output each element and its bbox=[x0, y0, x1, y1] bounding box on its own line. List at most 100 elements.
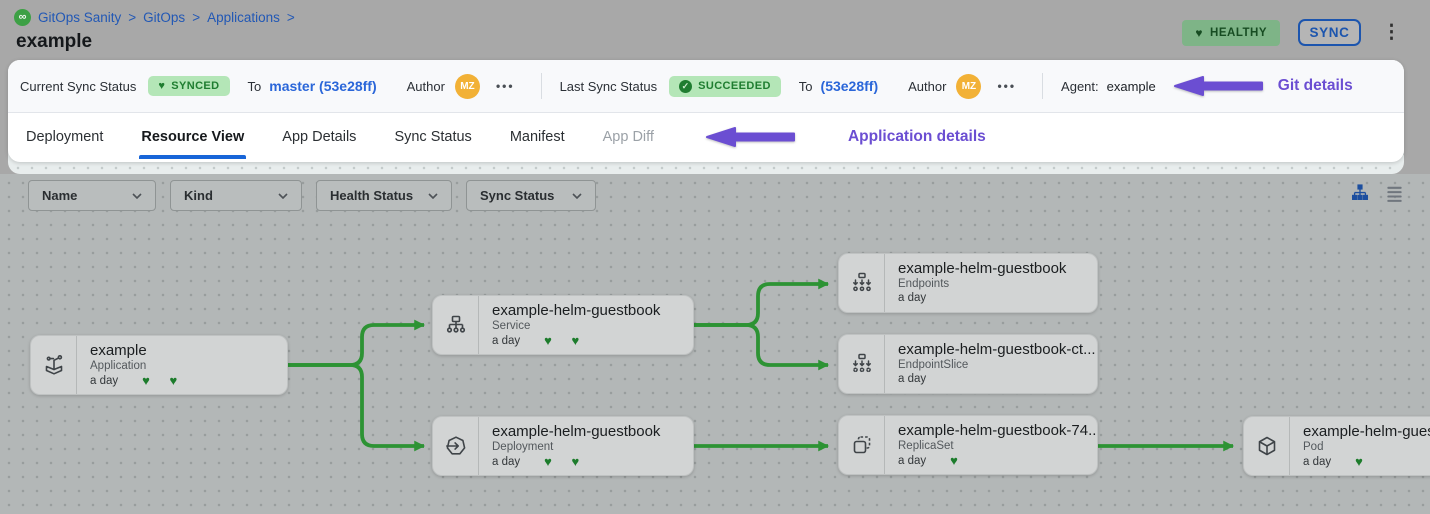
page-title: example bbox=[16, 31, 93, 52]
author-label: Author bbox=[908, 78, 947, 94]
gitops-logo-icon: ∞ bbox=[14, 9, 31, 26]
synced-badge-label: SYNCED bbox=[171, 80, 220, 92]
node-deployment-example-helm-guestbook[interactable]: example-helm-guestbook Deployment a day … bbox=[432, 416, 694, 476]
author-label: Author bbox=[406, 78, 445, 94]
node-kind: Service bbox=[492, 320, 531, 332]
name-filter-dropdown[interactable]: Name bbox=[28, 180, 156, 211]
last-revision-link[interactable]: (53e28ff) bbox=[820, 78, 879, 94]
health-hearts: ♥ bbox=[950, 453, 958, 468]
health-hearts: ♥ ♥ bbox=[142, 373, 178, 388]
service-icon bbox=[433, 296, 479, 354]
health-hearts: ♥ ♥ bbox=[544, 454, 580, 469]
breadcrumb-separator: > bbox=[192, 10, 201, 25]
breadcrumb: ∞ GitOps Sanity > GitOps > Applications … bbox=[14, 9, 295, 26]
node-pod-example-helm-guestbook[interactable]: example-helm-guestbook Pod a day ♥ bbox=[1243, 416, 1430, 476]
breadcrumb-separator: > bbox=[128, 10, 137, 25]
endpoints-icon bbox=[839, 254, 885, 312]
node-kind: Deployment bbox=[492, 441, 554, 453]
current-revision-link[interactable]: master (53e28ff) bbox=[269, 78, 377, 94]
node-endpointslice-example-helm-guestbook-ct[interactable]: example-helm-guestbook-ct... EndpointSli… bbox=[838, 334, 1098, 394]
node-title: example-helm-guestbook-ct... bbox=[898, 341, 1096, 358]
filter-label: Sync Status bbox=[480, 188, 555, 203]
health-hearts: ♥ ♥ bbox=[544, 333, 580, 348]
filter-label: Name bbox=[42, 188, 78, 203]
node-age: a day bbox=[90, 374, 119, 387]
breadcrumb-item-gitops-sanity[interactable]: GitOps Sanity bbox=[38, 10, 122, 25]
node-title: example-helm-guestbook bbox=[492, 302, 661, 319]
chevron-down-icon bbox=[572, 192, 582, 199]
node-age: a day bbox=[898, 373, 927, 385]
tab-manifest[interactable]: Manifest bbox=[509, 129, 565, 145]
divider bbox=[1042, 73, 1044, 99]
node-kind: ReplicaSet bbox=[898, 440, 954, 452]
breadcrumb-separator: > bbox=[286, 10, 295, 25]
filter-label: Kind bbox=[184, 188, 213, 203]
check-circle-icon: ✓ bbox=[679, 79, 693, 93]
to-label: To bbox=[247, 78, 262, 94]
health-badge-label: HEALTHY bbox=[1210, 26, 1267, 39]
chevron-down-icon bbox=[278, 192, 288, 199]
node-title: example bbox=[90, 342, 147, 359]
synced-badge: ♥ SYNCED bbox=[148, 76, 230, 96]
node-title: example-helm-guestbook-74... bbox=[898, 422, 1097, 439]
kebab-menu-icon[interactable]: ⋮ bbox=[1382, 22, 1401, 43]
application-icon bbox=[31, 336, 77, 394]
deployment-icon bbox=[433, 417, 479, 475]
breadcrumb-item-gitops[interactable]: GitOps bbox=[143, 10, 186, 25]
node-kind: Pod bbox=[1303, 441, 1324, 453]
node-application-example[interactable]: example Application a day ♥ ♥ bbox=[30, 335, 288, 395]
node-kind: Application bbox=[90, 360, 147, 372]
node-replicaset-example-helm-guestbook-74[interactable]: example-helm-guestbook-74... ReplicaSet … bbox=[838, 415, 1098, 475]
last-sync-status-label: Last Sync Status bbox=[559, 78, 658, 94]
filter-label: Health Status bbox=[330, 188, 414, 203]
tree-view-toggle-icon[interactable] bbox=[1350, 183, 1370, 203]
header-actions: ♥ HEALTHY SYNC ⋮ bbox=[1182, 19, 1404, 46]
to-label: To bbox=[798, 78, 813, 94]
node-title: example-helm-guestbook bbox=[898, 260, 1067, 277]
app-details-panel: Current Sync Status ♥ SYNCED To master (… bbox=[8, 60, 1404, 162]
edge-service-to-endpoints bbox=[694, 278, 830, 327]
tab-sync-status[interactable]: Sync Status bbox=[394, 129, 472, 145]
node-title: example-helm-guestbook bbox=[1303, 423, 1430, 440]
succeeded-badge: ✓ SUCCEEDED bbox=[669, 75, 781, 97]
pod-icon bbox=[1244, 417, 1290, 475]
sync-status-bar: Current Sync Status ♥ SYNCED To master (… bbox=[8, 60, 1404, 113]
annotation-arrow-left-icon bbox=[1173, 76, 1263, 96]
health-status-filter-dropdown[interactable]: Health Status bbox=[316, 180, 452, 211]
node-endpoints-example-helm-guestbook[interactable]: example-helm-guestbook Endpoints a day bbox=[838, 253, 1098, 313]
edge-service-to-endpointslice bbox=[694, 323, 830, 371]
tab-resource-view[interactable]: Resource View bbox=[139, 129, 247, 159]
heart-icon: ♥ bbox=[158, 80, 166, 92]
annotation-arrow-left-icon bbox=[705, 127, 795, 147]
current-sync-status-label: Current Sync Status bbox=[20, 78, 137, 94]
tab-app-details[interactable]: App Details bbox=[282, 129, 357, 145]
chevron-down-icon bbox=[132, 192, 142, 199]
sync-status-filter-dropdown[interactable]: Sync Status bbox=[466, 180, 596, 211]
filter-bar: Name Kind Health Status Sync Status bbox=[28, 180, 596, 211]
more-commit-info-icon[interactable]: ••• bbox=[495, 79, 515, 93]
resource-graph-canvas: Name Kind Health Status Sync Status bbox=[0, 174, 1430, 514]
heart-icon: ♥ bbox=[1195, 25, 1204, 40]
node-age: a day bbox=[1303, 455, 1332, 468]
agent-value: example bbox=[1106, 78, 1156, 94]
node-kind: Endpoints bbox=[898, 278, 950, 290]
health-hearts: ♥ bbox=[1355, 454, 1363, 469]
node-service-example-helm-guestbook[interactable]: example-helm-guestbook Service a day ♥ ♥ bbox=[432, 295, 694, 355]
tab-deployment[interactable]: Deployment bbox=[26, 129, 104, 145]
application-details-annotation: Application details bbox=[847, 128, 986, 145]
kind-filter-dropdown[interactable]: Kind bbox=[170, 180, 302, 211]
node-age: a day bbox=[898, 454, 927, 467]
agent-label: Agent: bbox=[1061, 78, 1099, 94]
breadcrumb-item-applications[interactable]: Applications bbox=[207, 10, 280, 25]
sync-button[interactable]: SYNC bbox=[1298, 19, 1361, 46]
edge-app-to-deployment bbox=[288, 363, 426, 452]
git-details-annotation: Git details bbox=[1277, 77, 1353, 94]
list-view-toggle-icon[interactable] bbox=[1385, 184, 1404, 203]
more-commit-info-icon[interactable]: ••• bbox=[997, 79, 1017, 93]
chevron-down-icon bbox=[428, 192, 438, 199]
node-age: a day bbox=[492, 455, 521, 468]
health-status-badge: ♥ HEALTHY bbox=[1182, 19, 1280, 46]
view-toggles bbox=[1350, 183, 1404, 203]
author-avatar: MZ bbox=[956, 73, 982, 99]
tab-app-diff[interactable]: App Diff bbox=[602, 129, 654, 145]
